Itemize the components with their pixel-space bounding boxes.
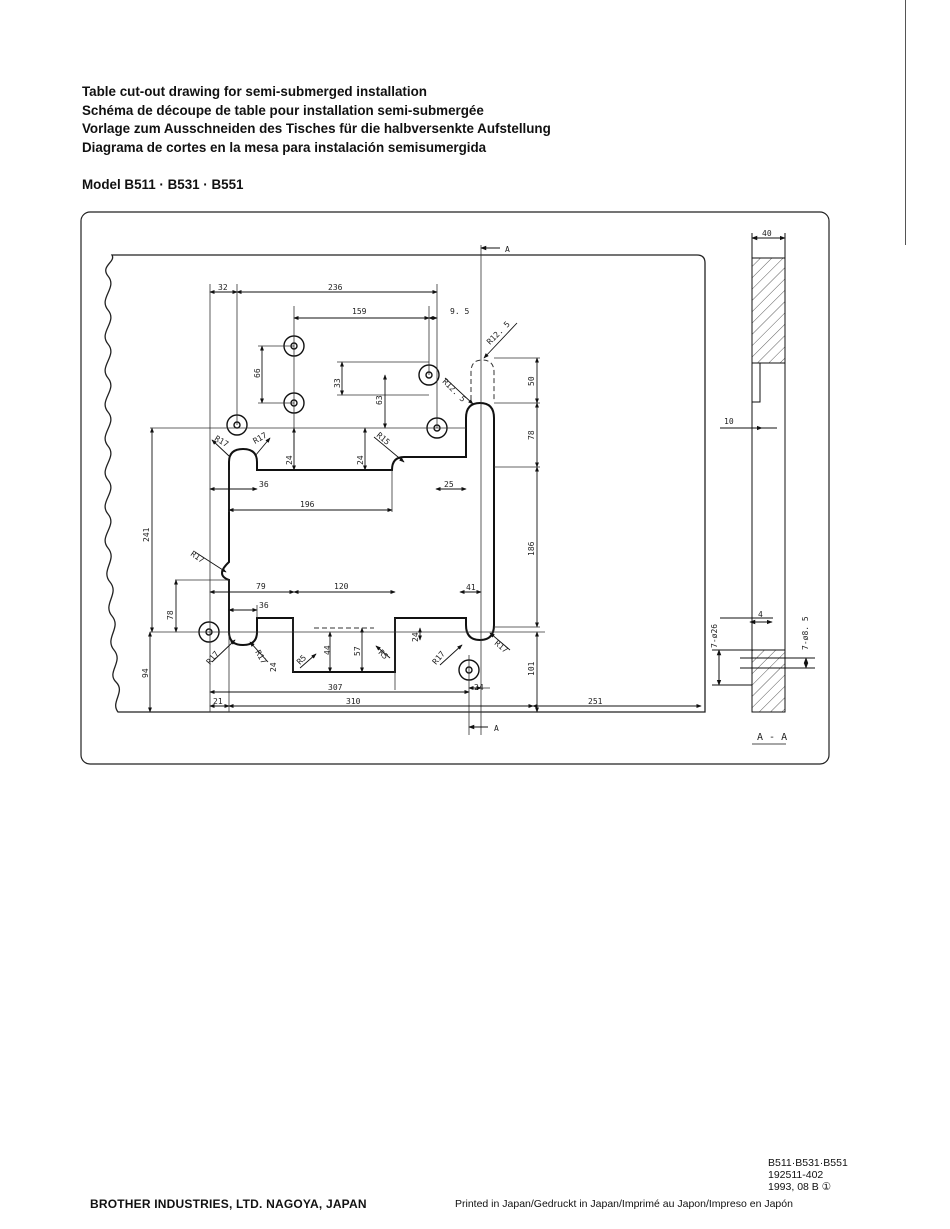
dim-text: 307 — [328, 683, 343, 692]
extension-lines — [150, 245, 545, 735]
dim-text: 7-ø26 — [710, 624, 719, 648]
dim-text: 36 — [259, 601, 269, 610]
drawing-frame — [80, 211, 830, 765]
dim-text: 310 — [346, 697, 361, 706]
dim-text: 57 — [353, 646, 362, 656]
dim-text: R17 — [189, 549, 206, 565]
dim-text: 120 — [334, 582, 349, 591]
dim-text: 50 — [527, 376, 536, 386]
dim-text: R17 — [493, 639, 510, 655]
dim-text: 32 — [218, 283, 228, 292]
dim-text: 186 — [527, 541, 536, 556]
footer-date: 1993, 08 B ① — [768, 1181, 832, 1193]
dimension-lines — [147, 289, 702, 713]
dim-text: R12. 5 — [441, 377, 468, 404]
dim-text: 36 — [259, 480, 269, 489]
section-markers — [468, 245, 500, 730]
dim-text: 63 — [375, 395, 384, 405]
dim-text: R17 — [431, 649, 447, 666]
dim-text: 7-ø8. 5 — [801, 616, 810, 650]
title-french: Schéma de découpe de table pour installa… — [82, 102, 484, 118]
dim-text: 78 — [166, 610, 175, 620]
model-label: Model B511 · B531 · B551 — [82, 177, 244, 192]
dim-text: 10 — [724, 417, 734, 426]
dim-text: 159 — [352, 307, 367, 316]
dim-text: R15 — [375, 431, 392, 447]
dim-text: 41 — [466, 583, 476, 592]
dim-text: 66 — [253, 368, 262, 378]
dim-text: R5 — [377, 648, 390, 661]
footer-models: B511·B531·B551 — [768, 1157, 848, 1169]
dim-text: 24 — [269, 662, 278, 672]
dim-text: 78 — [527, 430, 536, 440]
dim-text: 24 — [285, 455, 294, 465]
dim-text: 241 — [142, 527, 151, 542]
dim-text: 44 — [323, 645, 332, 655]
dim-text: R17 — [253, 649, 268, 666]
dim-text: 25 — [444, 480, 454, 489]
dim-text: 24 — [474, 683, 484, 692]
dim-text: 236 — [328, 283, 343, 292]
printed-in: Printed in Japan/Gedruckt in Japan/Impri… — [455, 1198, 793, 1210]
radius-leaders — [194, 322, 518, 669]
dim-text: R17 — [205, 649, 221, 666]
dim-text: 40 — [762, 229, 772, 238]
dim-text: R5 — [295, 653, 308, 666]
title-spanish: Diagrama de cortes en la mesa para insta… — [82, 139, 487, 155]
dim-text: 24 — [411, 632, 420, 642]
dim-text: 94 — [141, 668, 150, 678]
company-name: BROTHER INDUSTRIES, LTD. NAGOYA, JAPAN — [90, 1197, 367, 1211]
title-german: Vorlage zum Ausschneiden des Tisches für… — [82, 121, 551, 136]
hidden-edge — [470, 359, 495, 400]
dim-text: 9. 5 — [450, 307, 469, 316]
title-block: Table cut-out drawing for semi-submerged… — [82, 83, 551, 157]
footer-part-number: 192511-402 — [768, 1169, 824, 1181]
section-label: A - A — [757, 732, 787, 743]
dim-text: 196 — [300, 500, 315, 509]
section-marker-bottom: A — [494, 724, 499, 733]
dim-text: 24 — [356, 455, 365, 465]
section-texts: 40 10 4 7-ø26 7-ø8. 5 A - A — [710, 229, 810, 743]
section-view — [712, 233, 815, 713]
title-english: Table cut-out drawing for semi-submerged… — [82, 84, 427, 99]
footer-codes: B511·B531·B551 192511-402 1993, 08 B ① — [768, 1157, 848, 1193]
dim-text: 101 — [527, 661, 536, 676]
dim-text: 4 — [758, 610, 763, 619]
dim-text: R17 — [213, 434, 230, 449]
dim-text: 21 — [213, 697, 223, 706]
dim-text: R17 — [252, 431, 269, 446]
dim-text: 33 — [333, 378, 342, 388]
page-edge-line — [905, 0, 906, 245]
dim-text: 251 — [588, 697, 603, 706]
cutout-contour — [221, 401, 495, 673]
dim-text: 79 — [256, 582, 266, 591]
section-marker-top: A — [505, 245, 510, 254]
table-outline — [104, 254, 706, 713]
